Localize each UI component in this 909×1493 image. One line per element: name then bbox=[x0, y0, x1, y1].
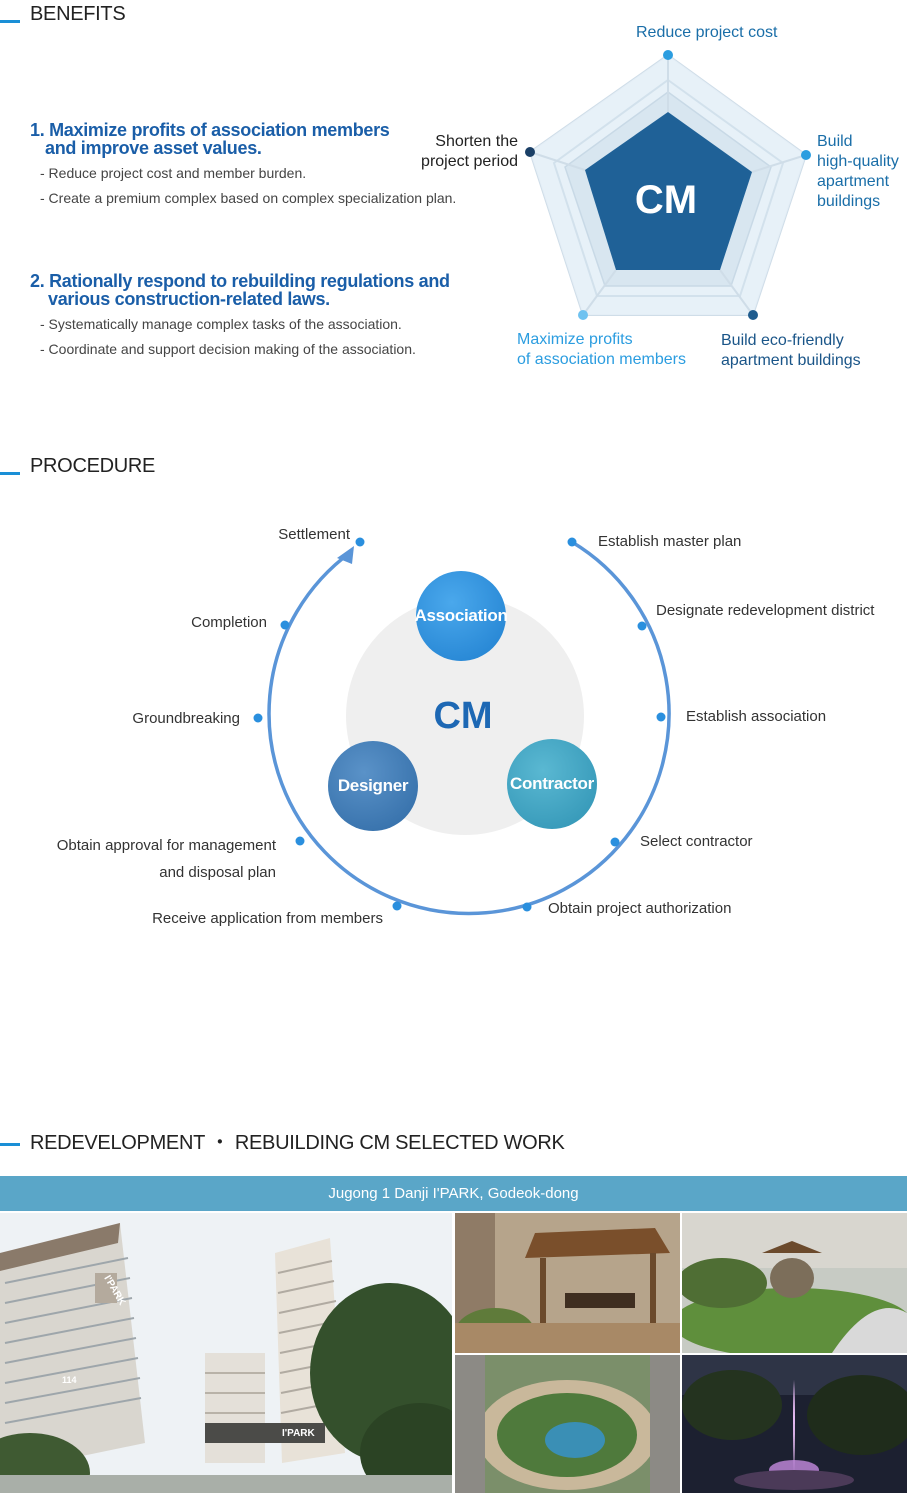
radar-label-right-line: buildings bbox=[817, 193, 881, 210]
benefits-radar-diagram bbox=[525, 50, 811, 320]
main-project-photo: I'PARK I'PARK 114 bbox=[0, 1213, 452, 1493]
step-establish-association: Establish association bbox=[686, 708, 827, 725]
apartment-towers-illustration bbox=[0, 1213, 452, 1493]
procedure-dot bbox=[392, 901, 402, 911]
radar-label-bottom-left-line: Maximize profits bbox=[517, 331, 633, 348]
project-banner: Jugong 1 Danji I'PARK, Godeok-dong bbox=[0, 1176, 907, 1211]
procedure-dot bbox=[355, 537, 365, 547]
benefit-2-bullet: - Coordinate and support decision making… bbox=[40, 341, 416, 357]
radar-center-label: CM bbox=[634, 178, 698, 222]
radar-core-pentagon bbox=[585, 112, 752, 270]
garden-sculpture-illustration bbox=[682, 1213, 907, 1353]
step-receive-application: Receive application from members bbox=[152, 910, 383, 927]
procedure-dot bbox=[280, 620, 290, 630]
radar-label-bottom-right-line: Build eco-friendly bbox=[721, 332, 844, 349]
benefit-1-heading: 1. Maximize profits of association membe… bbox=[30, 121, 390, 157]
step-completion: Completion bbox=[191, 614, 267, 631]
benefit-1-heading-line2: and improve asset values. bbox=[45, 138, 262, 158]
procedure-dot bbox=[656, 712, 666, 722]
night-fountain-photo bbox=[682, 1355, 907, 1493]
procedure-ring-arc bbox=[267, 540, 671, 916]
benefit-1-heading-line1: 1. Maximize profits of association membe… bbox=[30, 120, 390, 140]
courtyard-aerial-illustration bbox=[455, 1355, 680, 1493]
benefit-2-heading-line2: various construction-related laws. bbox=[48, 289, 330, 309]
radar-label-right: Build high-quality apartment buildings bbox=[817, 132, 899, 212]
step-select-contractor: Select contractor bbox=[640, 833, 753, 850]
procedure-dot bbox=[295, 836, 305, 846]
benefit-2-bullet: - Systematically manage complex tasks of… bbox=[40, 316, 402, 332]
benefit-1-bullet: - Reduce project cost and member burden. bbox=[40, 165, 307, 181]
section-accent-bar bbox=[0, 472, 20, 475]
procedure-dot bbox=[610, 837, 620, 847]
radar-point-bottom-right bbox=[748, 310, 758, 320]
radar-label-top: Reduce project cost bbox=[636, 24, 778, 41]
procedure-dot bbox=[253, 713, 263, 723]
procedure-arrow-head bbox=[337, 546, 354, 564]
radar-label-right-line: apartment bbox=[817, 173, 890, 190]
procedure-title: PROCEDURE bbox=[30, 455, 156, 477]
benefit-2-heading: 2. Rationally respond to rebuilding regu… bbox=[30, 272, 450, 308]
radar-label-bottom-right-line: apartment buildings bbox=[721, 352, 861, 369]
procedure-center-label: CM bbox=[433, 695, 493, 737]
radar-point-bottom-left bbox=[578, 310, 588, 320]
procedure-dot bbox=[567, 537, 577, 547]
benefits-title: BENEFITS bbox=[30, 3, 126, 25]
night-fountain-illustration bbox=[682, 1355, 907, 1493]
radar-label-bottom-left-line: of association members bbox=[517, 351, 686, 368]
step-settlement: Settlement bbox=[278, 526, 350, 543]
radar-label-right-line: Build bbox=[817, 133, 853, 150]
pergola-illustration bbox=[455, 1213, 680, 1353]
step-project-authorization: Obtain project authorization bbox=[548, 900, 732, 917]
designer-circle: Designer bbox=[328, 741, 418, 831]
work-title: REDEVELOPMENT ・ REBUILDING CM SELECTED W… bbox=[30, 1132, 565, 1154]
radar-point-left bbox=[525, 147, 535, 157]
benefit-2-heading-line1: 2. Rationally respond to rebuilding regu… bbox=[30, 271, 450, 291]
step-designate-district: Designate redevelopment district bbox=[656, 602, 875, 619]
step-management-disposal-plan-line: and disposal plan bbox=[159, 864, 276, 881]
radar-label-right-line: high-quality bbox=[817, 153, 899, 170]
courtyard-aerial-photo bbox=[455, 1355, 680, 1493]
radar-point-right bbox=[801, 150, 811, 160]
step-groundbreaking: Groundbreaking bbox=[132, 710, 240, 727]
section-accent-bar bbox=[0, 20, 20, 23]
step-management-disposal-plan: Obtain approval for management and dispo… bbox=[30, 832, 276, 886]
radar-label-left-line: Shorten the bbox=[435, 133, 518, 150]
step-establish-master-plan: Establish master plan bbox=[598, 533, 742, 550]
procedure-dot bbox=[522, 902, 532, 912]
pergola-photo bbox=[455, 1213, 680, 1353]
main-photo-sign: I'PARK bbox=[282, 1428, 315, 1439]
section-accent-bar bbox=[0, 1143, 20, 1146]
radar-label-bottom-left: Maximize profits of association members bbox=[517, 330, 686, 370]
benefit-1-bullet: - Create a premium complex based on comp… bbox=[40, 190, 457, 206]
radar-ring-3 bbox=[552, 78, 785, 297]
main-photo-building-number: 114 bbox=[62, 1375, 77, 1385]
association-circle: Association bbox=[414, 571, 508, 661]
radar-label-left-line: project period bbox=[421, 153, 518, 170]
step-management-disposal-plan-line: Obtain approval for management bbox=[56, 837, 276, 854]
procedure-dot bbox=[637, 621, 647, 631]
radar-label-left: Shorten the project period bbox=[400, 132, 518, 172]
garden-sculpture-photo bbox=[682, 1213, 907, 1353]
radar-label-bottom-right: Build eco-friendly apartment buildings bbox=[721, 331, 861, 371]
radar-point-top bbox=[663, 50, 673, 60]
contractor-circle: Contractor bbox=[507, 739, 597, 829]
